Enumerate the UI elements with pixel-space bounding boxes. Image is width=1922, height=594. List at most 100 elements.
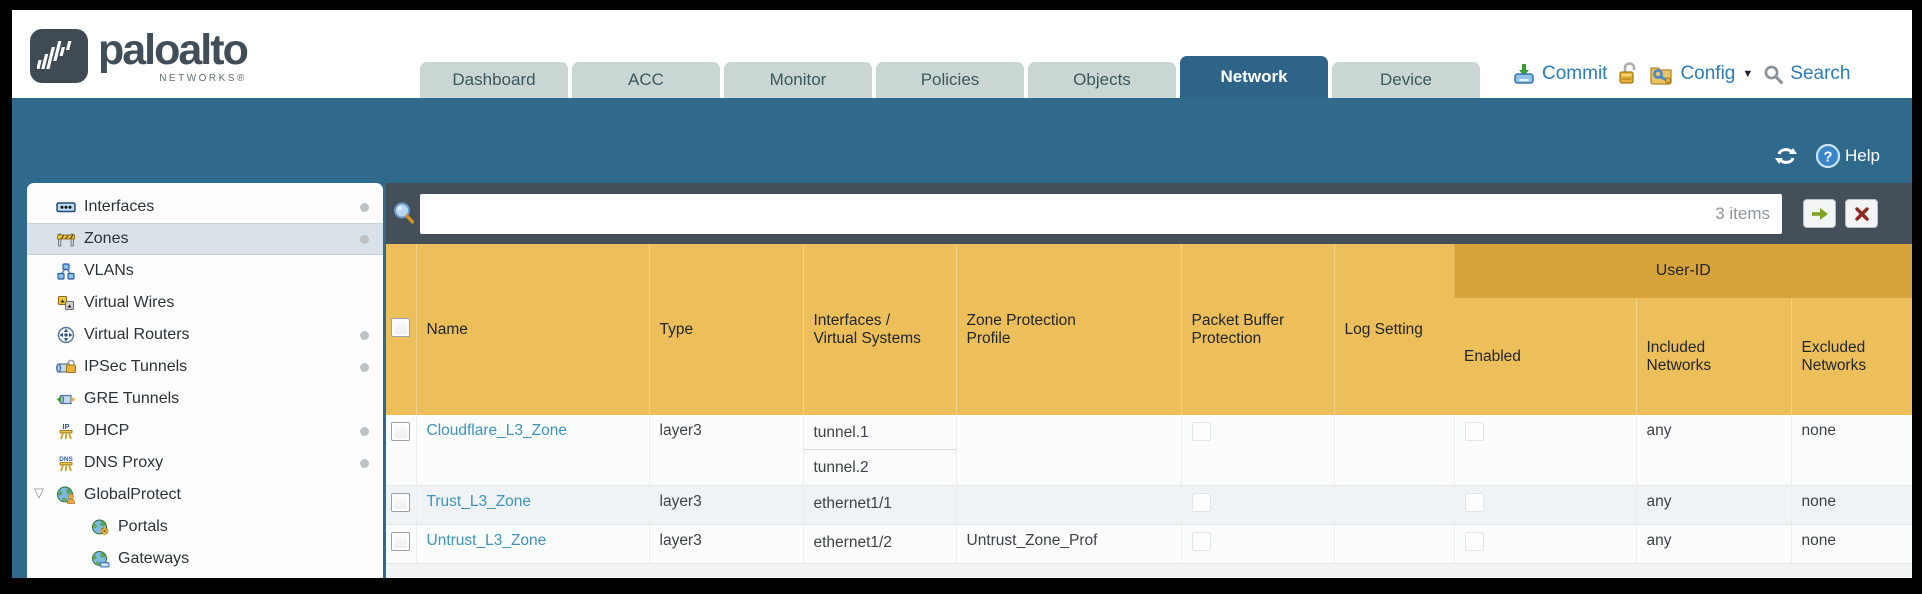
filter-search-icon (394, 202, 415, 224)
main-tabs: Dashboard ACC Monitor Policies Objects N… (420, 56, 1484, 98)
search-button[interactable]: Search (1763, 63, 1850, 85)
interface-entry: tunnel.1 (803, 415, 956, 450)
zone-type-cell: layer3 (649, 415, 804, 486)
sidebar-item-label: GRE Tunnels (84, 390, 180, 407)
zone-protection-profile-cell (956, 415, 1182, 486)
column-header-enabled[interactable]: Enabled (1454, 298, 1636, 415)
refresh-icon[interactable] (1773, 145, 1799, 167)
column-header-interfaces[interactable]: Interfaces / Virtual Systems (802, 244, 956, 415)
column-header-log-setting[interactable]: Log Setting (1333, 244, 1454, 415)
column-header-packet-buffer-protection[interactable]: Packet Buffer Protection (1180, 244, 1334, 415)
interface-entry: ethernet1/1 (813, 495, 892, 512)
sidebar-item-portals[interactable]: Portals (27, 511, 383, 543)
sidebar-item-label: Zones (84, 230, 129, 247)
excluded-networks-cell: none (1791, 524, 1912, 564)
user-id-enabled-checkbox (1464, 493, 1484, 512)
user-id-enabled-checkbox (1464, 422, 1484, 441)
search-icon (1764, 65, 1784, 84)
table-row: Untrust_L3_Zone layer3 ethernet1/2 Untru… (386, 524, 1912, 564)
content-area: Interfaces Zones VLANs Vir (12, 183, 1912, 578)
filter-input[interactable] (432, 203, 1716, 224)
tab-objects[interactable]: Objects (1028, 62, 1176, 98)
utility-links: Commit Config ▼ (1512, 62, 1850, 86)
log-setting-cell (1334, 415, 1455, 486)
sidebar-item-dhcp[interactable]: IP DHCP (27, 415, 383, 447)
row-select-cell (386, 415, 417, 486)
column-header-type[interactable]: Type (648, 244, 803, 415)
row-checkbox[interactable] (391, 532, 411, 551)
gateways-icon (89, 550, 111, 568)
filter-bar: 3 items (386, 183, 1912, 244)
status-dot (360, 202, 369, 212)
row-checkbox[interactable] (391, 422, 411, 441)
search-label: Search (1790, 63, 1851, 84)
column-header-included-networks[interactable]: Included Networks (1635, 298, 1791, 415)
sidebar-item-label: Virtual Routers (84, 326, 190, 343)
table-header-row: Name Type Interfaces / Virtual Systems Z… (386, 244, 1912, 415)
status-dot (360, 426, 369, 436)
lock-icon[interactable] (1617, 62, 1639, 86)
tab-monitor[interactable]: Monitor (724, 62, 872, 98)
sidebar-item-zones[interactable]: Zones (27, 223, 383, 255)
sidebar-item-interfaces[interactable]: Interfaces (27, 191, 383, 223)
sidebar-item-gateways[interactable]: Gateways (27, 543, 383, 575)
filter-search-box: 3 items (420, 193, 1782, 234)
virtual-wires-icon (55, 294, 77, 312)
network-sidebar: Interfaces Zones VLANs Vir (27, 183, 383, 578)
table-row: Cloudflare_L3_Zone layer3 tunnel.1 tunne… (386, 415, 1912, 486)
top-header: paloalto NETWORKS® Dashboard ACC Monitor… (12, 10, 1912, 98)
included-networks-cell: any (1636, 485, 1792, 525)
row-select-cell (386, 485, 417, 525)
sidebar-item-virtual-wires[interactable]: Virtual Wires (27, 287, 383, 319)
zone-name-link[interactable]: Untrust_L3_Zone (426, 532, 547, 549)
status-dot (360, 362, 369, 372)
tab-dashboard[interactable]: Dashboard (420, 62, 568, 98)
zone-name-link[interactable]: Cloudflare_L3_Zone (426, 422, 567, 439)
vlans-icon (55, 262, 77, 280)
paloalto-logo-icon (30, 29, 88, 83)
teal-band: ? Help (12, 98, 1912, 183)
row-checkbox[interactable] (391, 493, 411, 512)
column-header-excluded-networks[interactable]: Excluded Networks (1790, 298, 1912, 415)
tab-device[interactable]: Device (1332, 62, 1480, 98)
config-menu[interactable]: Config ▼ (1649, 63, 1753, 85)
packet-buffer-protection-cell (1181, 485, 1335, 525)
sidebar-item-label: Virtual Wires (84, 294, 175, 311)
brand-text: paloalto NETWORKS® (98, 28, 249, 84)
commit-button[interactable]: Commit (1512, 63, 1607, 85)
apply-filter-arrow-icon (1811, 207, 1828, 220)
zone-protection-profile-cell: Untrust_Zone_Prof (956, 524, 1182, 564)
commit-icon (1514, 64, 1534, 84)
zone-interfaces-cell: ethernet1/1 (803, 485, 957, 525)
paloalto-logo: paloalto NETWORKS® (12, 19, 384, 90)
sidebar-item-virtual-routers[interactable]: Virtual Routers (27, 319, 383, 351)
help-icon: ? (1815, 143, 1841, 169)
expand-caret-icon[interactable]: ▽ (34, 485, 44, 500)
zones-table: Name Type Interfaces / Virtual Systems Z… (386, 244, 1912, 564)
packet-buffer-checkbox (1191, 493, 1211, 512)
zones-icon (55, 230, 77, 248)
tab-acc[interactable]: ACC (572, 62, 720, 98)
help-button[interactable]: ? Help (1815, 143, 1880, 169)
select-all-checkbox[interactable] (391, 317, 411, 337)
sidebar-item-gre-tunnels[interactable]: GRE Tunnels (27, 383, 383, 415)
tab-network[interactable]: Network (1180, 56, 1328, 98)
config-label: Config (1680, 63, 1736, 84)
zone-name-link[interactable]: Trust_L3_Zone (426, 493, 532, 510)
sidebar-item-globalprotect[interactable]: ▽ GlobalProtect (27, 479, 383, 511)
tab-policies[interactable]: Policies (876, 62, 1024, 98)
sidebar-item-ipsec-tunnels[interactable]: IPSec Tunnels (27, 351, 383, 383)
sidebar-item-vlans[interactable]: VLANs (27, 255, 383, 287)
config-icon (1650, 67, 1673, 85)
gre-tunnels-icon (55, 390, 77, 408)
clear-filter-button[interactable] (1845, 199, 1878, 228)
sidebar-item-label: DHCP (84, 422, 130, 439)
column-header-name[interactable]: Name (415, 244, 649, 415)
table-empty-space (386, 564, 1912, 578)
apply-filter-button[interactable] (1803, 199, 1836, 228)
status-dot (360, 458, 369, 468)
sidebar-item-dns-proxy[interactable]: DNS DNS Proxy (27, 447, 383, 479)
zones-main-panel: 3 items (386, 183, 1912, 578)
virtual-routers-icon (55, 326, 77, 344)
column-header-zone-protection-profile[interactable]: Zone Protection Profile (955, 244, 1181, 415)
